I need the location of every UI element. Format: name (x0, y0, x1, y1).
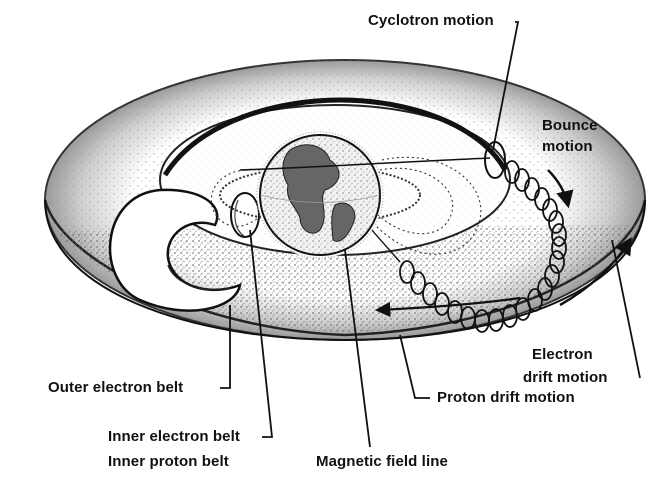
label-proton-drift-motion: Proton drift motion (437, 389, 575, 406)
earth-globe-icon (257, 132, 383, 258)
label-electron-drift-2: drift motion (523, 369, 608, 386)
label-inner-electron-belt: Inner electron belt (108, 428, 240, 445)
label-magnetic-field-line: Magnetic field line (316, 453, 448, 470)
label-cyclotron-motion: Cyclotron motion (368, 12, 494, 29)
label-inner-proton-belt: Inner proton belt (108, 453, 229, 470)
label-outer-electron-belt: Outer electron belt (48, 379, 183, 396)
label-bounce-motion-2: motion (542, 138, 593, 155)
label-bounce-motion-1: Bounce (542, 117, 598, 134)
inner-belt-cross-section (231, 193, 259, 237)
label-electron-drift-1: Electron (532, 346, 593, 363)
